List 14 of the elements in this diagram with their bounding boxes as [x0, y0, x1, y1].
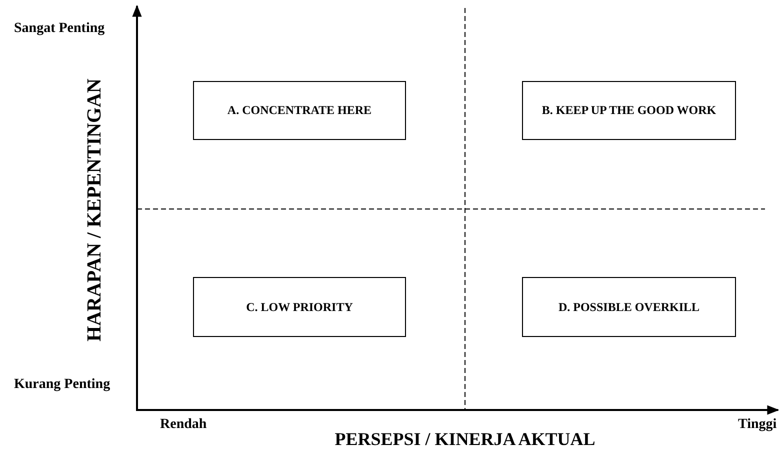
axis-end-label: Tinggi: [738, 417, 777, 433]
quadrant-box: [193, 277, 406, 337]
quadrant-label: A. CONCENTRATE HERE: [227, 103, 372, 118]
quadrant-box: [193, 81, 406, 140]
axis-title: PERSEPSI / KINERJA AKTUAL: [334, 429, 596, 450]
quadrant-label: B. KEEP UP THE GOOD WORK: [542, 103, 716, 118]
quadrant-box: [522, 81, 736, 140]
quadrant-box: [522, 277, 736, 337]
axis-end-label: Sangat Penting: [14, 21, 105, 37]
quadrant-label: D. POSSIBLE OVERKILL: [558, 300, 700, 314]
axis-end-label: Rendah: [160, 417, 207, 433]
axis-end-label: Kurang Penting: [14, 377, 110, 393]
quadrant-label: C. LOW PRIORITY: [246, 300, 353, 314]
axis-title: HARAPAN / KEPENTINGAN: [84, 78, 106, 342]
